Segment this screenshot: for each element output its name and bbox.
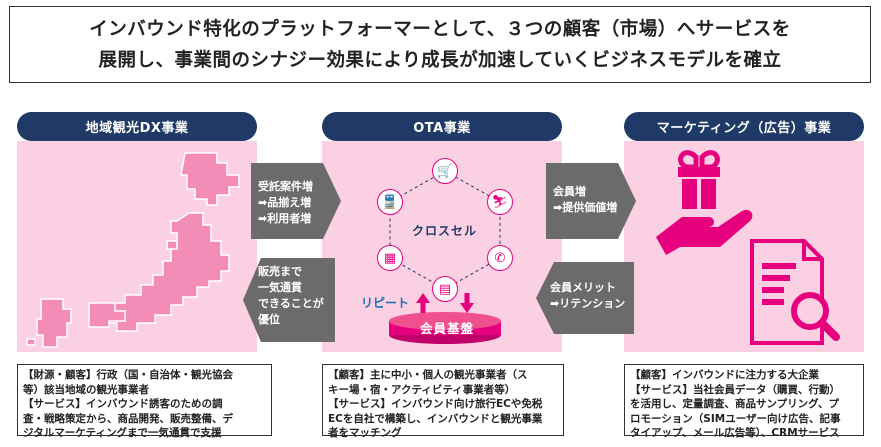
desc-marketing: 【顧客】インバウンドに注力する大企業 【サービス】当社会員データ（購買、行動） … [624,364,864,439]
gift-hand-icon [656,150,753,255]
shopping-cart-icon: 🛒 [432,158,458,184]
arrow-center-to-left-text: 販売まで 一気通貫 できることが 優位 [258,265,324,326]
arrow-center-to-left [243,258,335,342]
arrow-left-to-center [251,163,341,239]
train-icon: 🚆 [377,189,403,215]
headline-line-2: 展開し、事業間のシナジー効果により成長が加速していくビジネスモデルを確立 [98,49,782,71]
desc-ota: 【顧客】主に中小・個人の観光事業者（ス キー場・宿・アクティビティ事業者等） 【… [322,364,564,439]
ski-icon: ⛷ [487,189,513,215]
header-marketing: マーケティング（広告）事業 [624,112,864,141]
headline-line-1: インバウンド特化のプラットフォーマーとして、３つの顧客（市場）へサービスを [89,18,791,40]
cross-sell-cycle [389,170,501,344]
phone-icon: ✆ [487,245,513,271]
headline-box: インバウンド特化のプラットフォーマーとして、３つの顧客（市場）へサービスを 展開… [9,6,871,83]
sim-icon: ▦ [377,245,403,271]
panel-marketing [624,141,864,352]
desc-regional-dx: 【財源・顧客】行政（国・自治体・観光協会 等）該当地域の観光事業者 【サービス】… [17,364,272,439]
member-base-label: 会員基盤 [420,321,475,336]
cross-sell-label: クロスセル [412,224,478,238]
japan-map-icon [26,152,240,348]
arrow-center-to-right [546,163,636,239]
arrow-right-to-center-text: 会員メリット ➡リテンション [550,281,626,310]
document-icon: ▤ [432,276,458,302]
document-search-icon [750,239,840,345]
repeat-label: リピート [361,296,410,310]
arrow-left-to-center-text: 受託案件増 ➡品揃え増 ➡利用者増 [258,180,313,225]
arrow-right-to-center [536,262,634,334]
panel-regional-dx [17,141,257,352]
arrow-center-to-right-text: 会員増 ➡提供価値増 [553,185,618,214]
header-regional-dx: 地域観光DX事業 [17,112,257,141]
header-ota: OTA事業 [322,112,562,141]
